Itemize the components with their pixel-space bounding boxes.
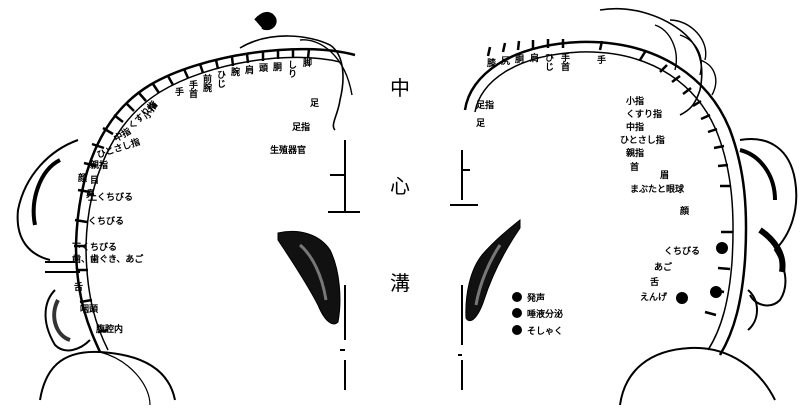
label-pharynx: 咽頭 bbox=[80, 304, 99, 315]
label-thumb: 親指 bbox=[90, 159, 108, 171]
sensory-labels: 生殖器官 足指 足 脚 しり 胴 頭 肩 腕 ひじ 前腕 手首 手 小指 くすり… bbox=[72, 57, 320, 335]
label-tongue-motor: 舌 bbox=[650, 276, 659, 288]
label-face-motor: 顔 bbox=[679, 205, 690, 217]
label-forearm: 前腕 bbox=[201, 73, 212, 93]
label-arm: 腕 bbox=[229, 66, 240, 77]
label-hand: 手 bbox=[173, 86, 184, 97]
left-lens-shape bbox=[278, 231, 340, 323]
label-hip-motor: 尻 bbox=[499, 56, 510, 66]
legend-mastication: そしゃく bbox=[527, 326, 563, 337]
label-thumb-motor: 親指 bbox=[626, 147, 644, 159]
label-trunk: 胴 bbox=[271, 62, 283, 72]
label-shoulder-motor: 肩 bbox=[528, 52, 540, 63]
label-face: 顔 bbox=[77, 172, 88, 184]
label-ring-finger-motor: くすり指 bbox=[626, 108, 662, 120]
label-toes-motor: 足指 bbox=[476, 99, 494, 111]
label-index-finger-motor: ひとさし指 bbox=[620, 134, 665, 146]
label-lips-motor: くちびる bbox=[664, 245, 700, 257]
legend-dot-vocalization bbox=[512, 292, 522, 302]
label-wrist-motor: 手首 bbox=[559, 52, 570, 72]
label-eyelid-eyeball: まぶたと眼球 bbox=[630, 183, 685, 195]
label-shoulder: 肩 bbox=[243, 64, 255, 75]
label-foot-motor: 足 bbox=[476, 118, 486, 129]
title-char-1: 中 bbox=[390, 76, 410, 100]
label-wrist: 手首 bbox=[187, 79, 198, 99]
label-lower-lip: 下くちびる bbox=[72, 241, 117, 253]
legend-dot-salivation bbox=[512, 308, 522, 318]
label-neck-motor: 首 bbox=[630, 161, 639, 173]
label-eye: 目 bbox=[90, 175, 99, 186]
right-hemisphere bbox=[450, 9, 796, 405]
legend-salivation: 唾液分泌 bbox=[527, 308, 563, 320]
label-swallowing: えんげ bbox=[640, 291, 668, 303]
label-little-finger-motor: 小指 bbox=[625, 95, 644, 107]
legend-vocalization: 発声 bbox=[526, 292, 545, 304]
legend: 発声 唾液分泌 そしゃく bbox=[512, 292, 563, 337]
label-knee: 膝 bbox=[485, 57, 496, 68]
label-toes: 足指 bbox=[292, 121, 310, 133]
label-hip: しり bbox=[286, 60, 296, 78]
label-middle-finger-motor: 中指 bbox=[626, 121, 644, 133]
left-hemisphere bbox=[18, 13, 360, 405]
label-elbow: ひじ bbox=[215, 70, 226, 88]
label-elbow-motor: ひじ bbox=[543, 53, 554, 71]
label-brow-motor: 眉 bbox=[660, 170, 669, 181]
label-head: 頭 bbox=[257, 63, 268, 73]
title-char-2: 心 bbox=[390, 174, 410, 198]
label-intra-abdominal: 腹腔内 bbox=[95, 323, 123, 335]
label-upper-lip: 上くちびる bbox=[88, 191, 133, 203]
title-char-3: 溝 bbox=[390, 271, 410, 295]
label-teeth-gums-jaw: 歯、歯ぐき、あご bbox=[72, 253, 144, 265]
label-foot: 足 bbox=[310, 98, 320, 109]
motor-labels: 足指 足 膝 尻 胴 肩 ひじ 手首 手 小指 くすり指 中指 ひとさし指 親指… bbox=[476, 52, 700, 303]
label-trunk-motor: 胴 bbox=[513, 54, 525, 64]
label-jaw-motor: あご bbox=[654, 261, 673, 273]
label-lips: くちびる bbox=[88, 215, 124, 227]
label-hand-motor: 手 bbox=[595, 54, 606, 65]
right-lens-shape bbox=[466, 220, 520, 321]
label-tongue: 舌 bbox=[74, 281, 83, 293]
label-genitals: 生殖器官 bbox=[270, 144, 306, 156]
legend-dot-mastication bbox=[512, 325, 522, 335]
label-leg: 脚 bbox=[301, 57, 312, 68]
